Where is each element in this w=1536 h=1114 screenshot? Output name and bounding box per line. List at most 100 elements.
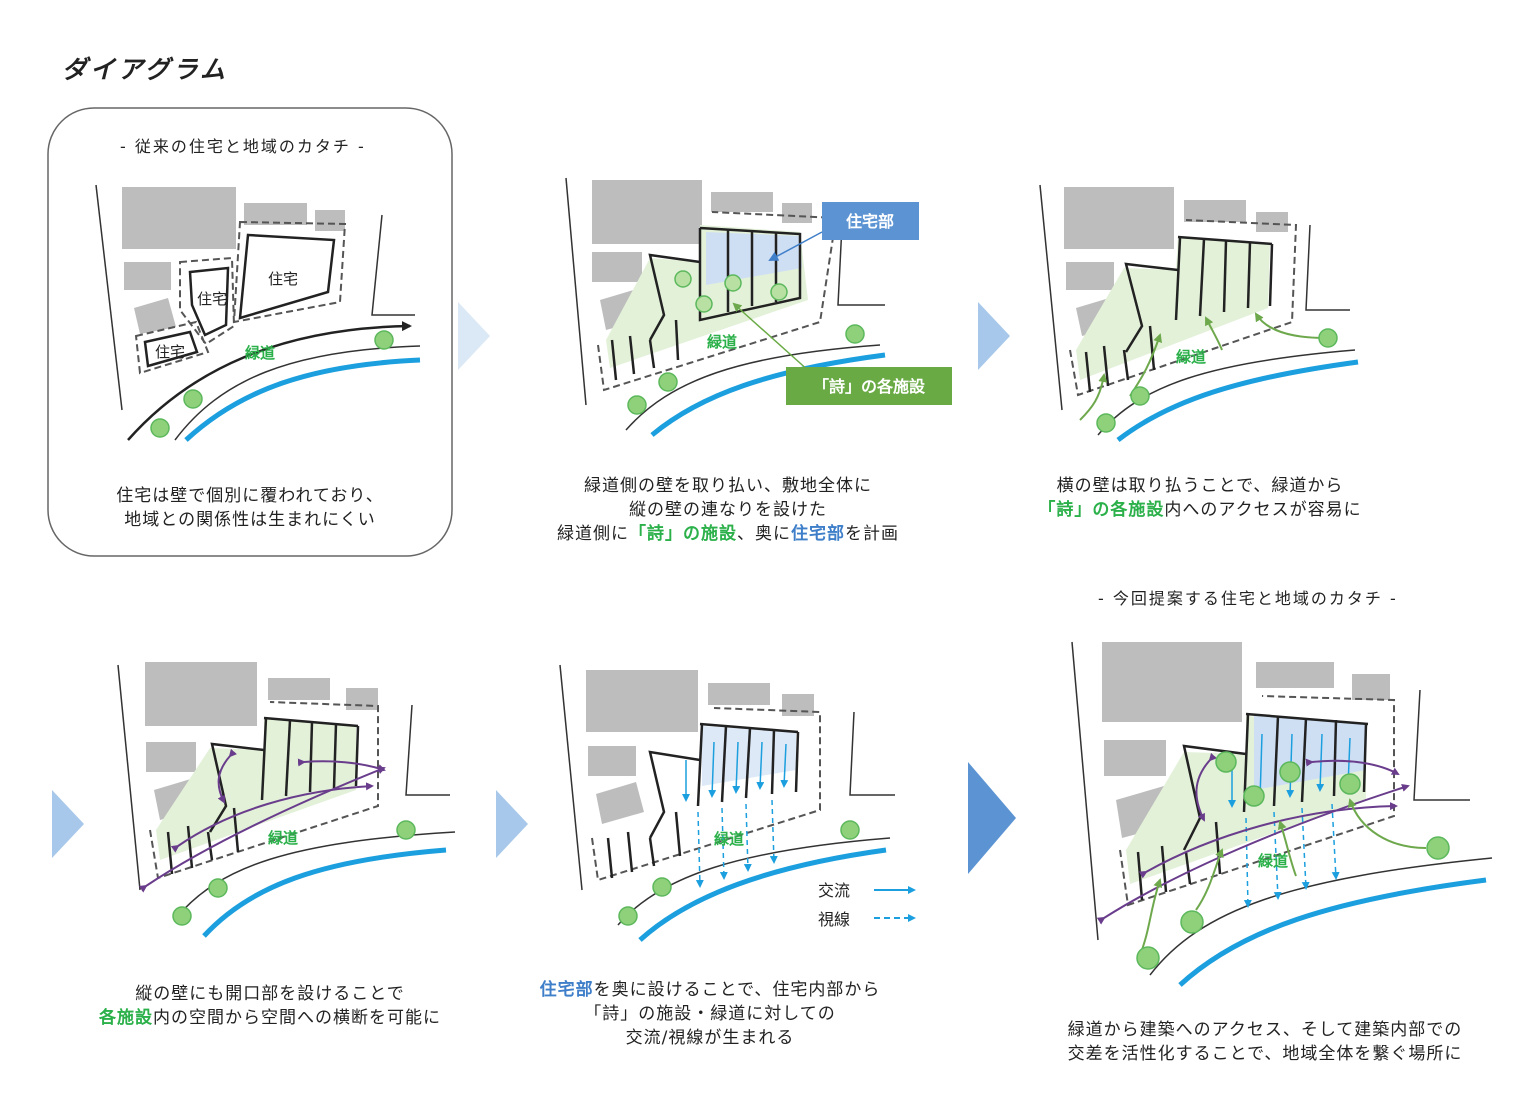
wall-outline [648,750,701,839]
caption-step-3: 横の壁は取り払うことで、緑道から 「詩」の各施設内へのアクセスが容易に [1010,474,1390,522]
vertical-wall [674,319,680,361]
housing-blue [706,232,802,285]
crossing-arrow [217,748,237,804]
neighbor-building [1104,740,1166,776]
neighbor-building [146,742,196,772]
boundary-line [837,224,885,306]
diagram-frame [47,107,453,557]
neighbor-building [1256,212,1288,232]
wall-outline [648,253,701,341]
caption-highlight-green: 「詩」の施設 [629,524,737,544]
vertical-wall [1102,345,1110,387]
house-lot-dashed [179,256,236,346]
chevron-arrow [496,790,528,858]
sightline-arrow [719,807,728,880]
access-arrow [1254,312,1326,339]
chevron-arrow [968,762,1016,874]
caption-text: 内へのアクセスが容易に [1164,500,1362,520]
vertical-wall [1148,325,1156,371]
road-edge [175,831,456,919]
river [638,847,887,942]
caption-line: 住宅は壁で個別に覆われており、 [116,486,384,506]
poem-facilities-label: 「詩」の各施設 [813,377,926,396]
river [650,352,886,437]
neighbor-building [1256,662,1334,688]
greenway-label: 緑道 [245,344,275,362]
tree [1243,785,1265,807]
diagram-step-4: 緑道 [117,662,456,938]
boundary-line [1305,224,1350,311]
vertical-wall [770,729,776,795]
chevron-arrow [978,302,1010,370]
diagram-step-3: 緑道 [1039,184,1359,442]
boundary-line [371,214,415,316]
exchange-arrow [708,741,717,798]
vertical-wall [696,723,704,807]
neighbor-building [1102,642,1242,722]
greenway-label: 緑道 [714,830,744,848]
tree [1426,836,1450,860]
boundary-line [1071,641,1099,941]
boundary-line [95,184,123,411]
vertical-wall [354,725,360,787]
vertical-wall [628,335,636,375]
vertical-wall [610,339,618,381]
conventional-heading: - 従来の住宅と地域のカタチ - [120,137,366,156]
vertical-wall [1198,238,1206,317]
greenway-label: 緑道 [707,333,737,351]
caption-line: 横の壁は取り払うことで、緑道から [1056,476,1344,496]
caption-text: 、奥に [737,524,791,544]
neighbor-building [596,782,644,824]
crossing-arrow [297,758,386,772]
access-arrow [1347,798,1427,849]
caption-highlight-green: 「詩」の各施設 [1038,500,1165,520]
house-label: 住宅 [155,343,185,361]
neighbor-building [708,683,770,705]
tree [183,389,203,409]
site-dashed [591,707,821,882]
access-arrow [1195,848,1224,911]
neighbor-building [145,662,257,726]
caption-line: 緑道側の壁を取り払い、敷地全体に [584,476,872,496]
river [1116,359,1359,442]
callout-pointer [768,231,823,261]
caption-step-5: 住宅部を奥に設けることで、住宅内部から 「詩」の施設・緑道に対しての 交流/視線… [520,978,900,1050]
greenway-label: 緑道 [1258,852,1288,870]
neighbor-building [782,694,814,716]
neighbor-building [346,688,378,710]
vertical-wall [648,339,656,369]
vertical-wall [1362,723,1368,793]
caption-conventional: 住宅は壁で個別に覆われており、 地域との関係性は生まれにくい [60,484,440,532]
chevron-arrow [52,790,84,858]
greenway-path-arrow [127,321,412,441]
tree [396,820,416,840]
tree [724,274,742,292]
neighbor-building [586,670,698,732]
caption-step-4: 縦の壁にも開口部を設けることで 各施設内の空間から空間への横断を可能に [80,982,460,1030]
tree [627,395,647,415]
caption-text: を奥に設けることで、住宅内部から [593,980,881,1000]
wall-outline [1124,262,1179,353]
caption-line: 縦の壁にも開口部を設けることで [135,984,405,1004]
vertical-wall [626,831,634,873]
vertical-wall [674,811,682,857]
exchange-arrow [732,741,741,794]
vertical-wall [720,725,728,803]
boundary-line [559,664,583,891]
house-block [238,233,336,320]
tree [208,878,228,898]
vertical-wall [794,731,800,793]
sightline-arrow [1331,803,1340,880]
vertical-wall [1122,349,1130,381]
tree [150,418,170,438]
neighbor-building [588,746,636,776]
vertical-wall [1246,241,1252,309]
chevron-arrow [458,302,490,370]
tree [374,330,394,350]
caption-text: 緑道側に [557,524,629,544]
vertical-wall [744,727,752,799]
tree [770,283,788,301]
river [184,357,421,442]
tree [172,906,192,926]
caption-step-2: 緑道側の壁を取り払い、敷地全体に 縦の壁の連なりを設けた 緑道側に「詩」の施設、… [528,474,928,546]
